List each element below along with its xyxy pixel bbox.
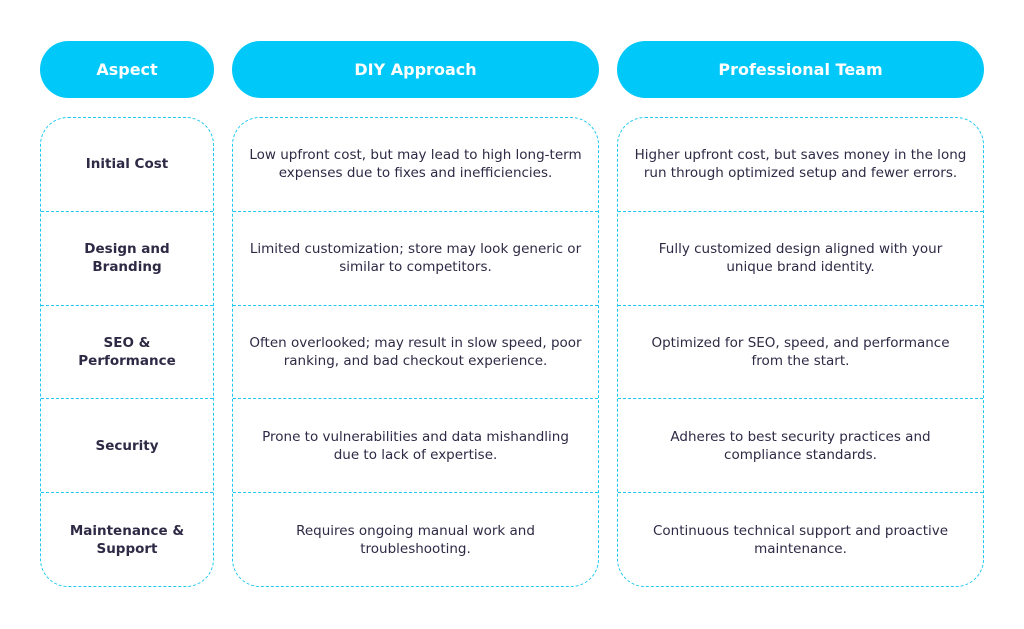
diy-column: Low upfront cost, but may lead to high l… xyxy=(232,117,599,587)
diy-cell: Requires ongoing manual work and trouble… xyxy=(296,522,535,557)
aspect-cell: Design and Branding xyxy=(41,212,213,306)
diy-cell: Low upfront cost, but may lead to high l… xyxy=(233,118,598,212)
aspect-cell: SEO & Performance xyxy=(41,306,213,400)
aspect-cell: Maintenance & Support xyxy=(69,522,185,557)
professional-column: Higher upfront cost, but saves money in … xyxy=(617,117,984,587)
header-professional-team: Professional Team xyxy=(617,41,984,98)
header-diy-approach: DIY Approach xyxy=(232,41,599,98)
aspect-cell: Security xyxy=(41,399,213,494)
diy-cell: Limited customization; store may look ge… xyxy=(233,212,598,306)
header-aspect: Aspect xyxy=(40,41,214,98)
diy-cell: Often overlooked; may result in slow spe… xyxy=(233,306,598,400)
professional-cell: Adheres to best security practices and c… xyxy=(618,399,983,494)
professional-cell: Higher upfront cost, but saves money in … xyxy=(618,118,983,212)
professional-cell: Continuous technical support and proacti… xyxy=(652,522,949,557)
aspect-cell: Initial Cost xyxy=(41,118,213,212)
professional-cell: Fully customized design aligned with you… xyxy=(618,212,983,306)
diy-cell: Prone to vulnerabilities and data mishan… xyxy=(233,399,598,494)
aspect-column: Initial Cost Design and Branding SEO & P… xyxy=(40,117,214,587)
professional-cell: Optimized for SEO, speed, and performanc… xyxy=(618,306,983,400)
